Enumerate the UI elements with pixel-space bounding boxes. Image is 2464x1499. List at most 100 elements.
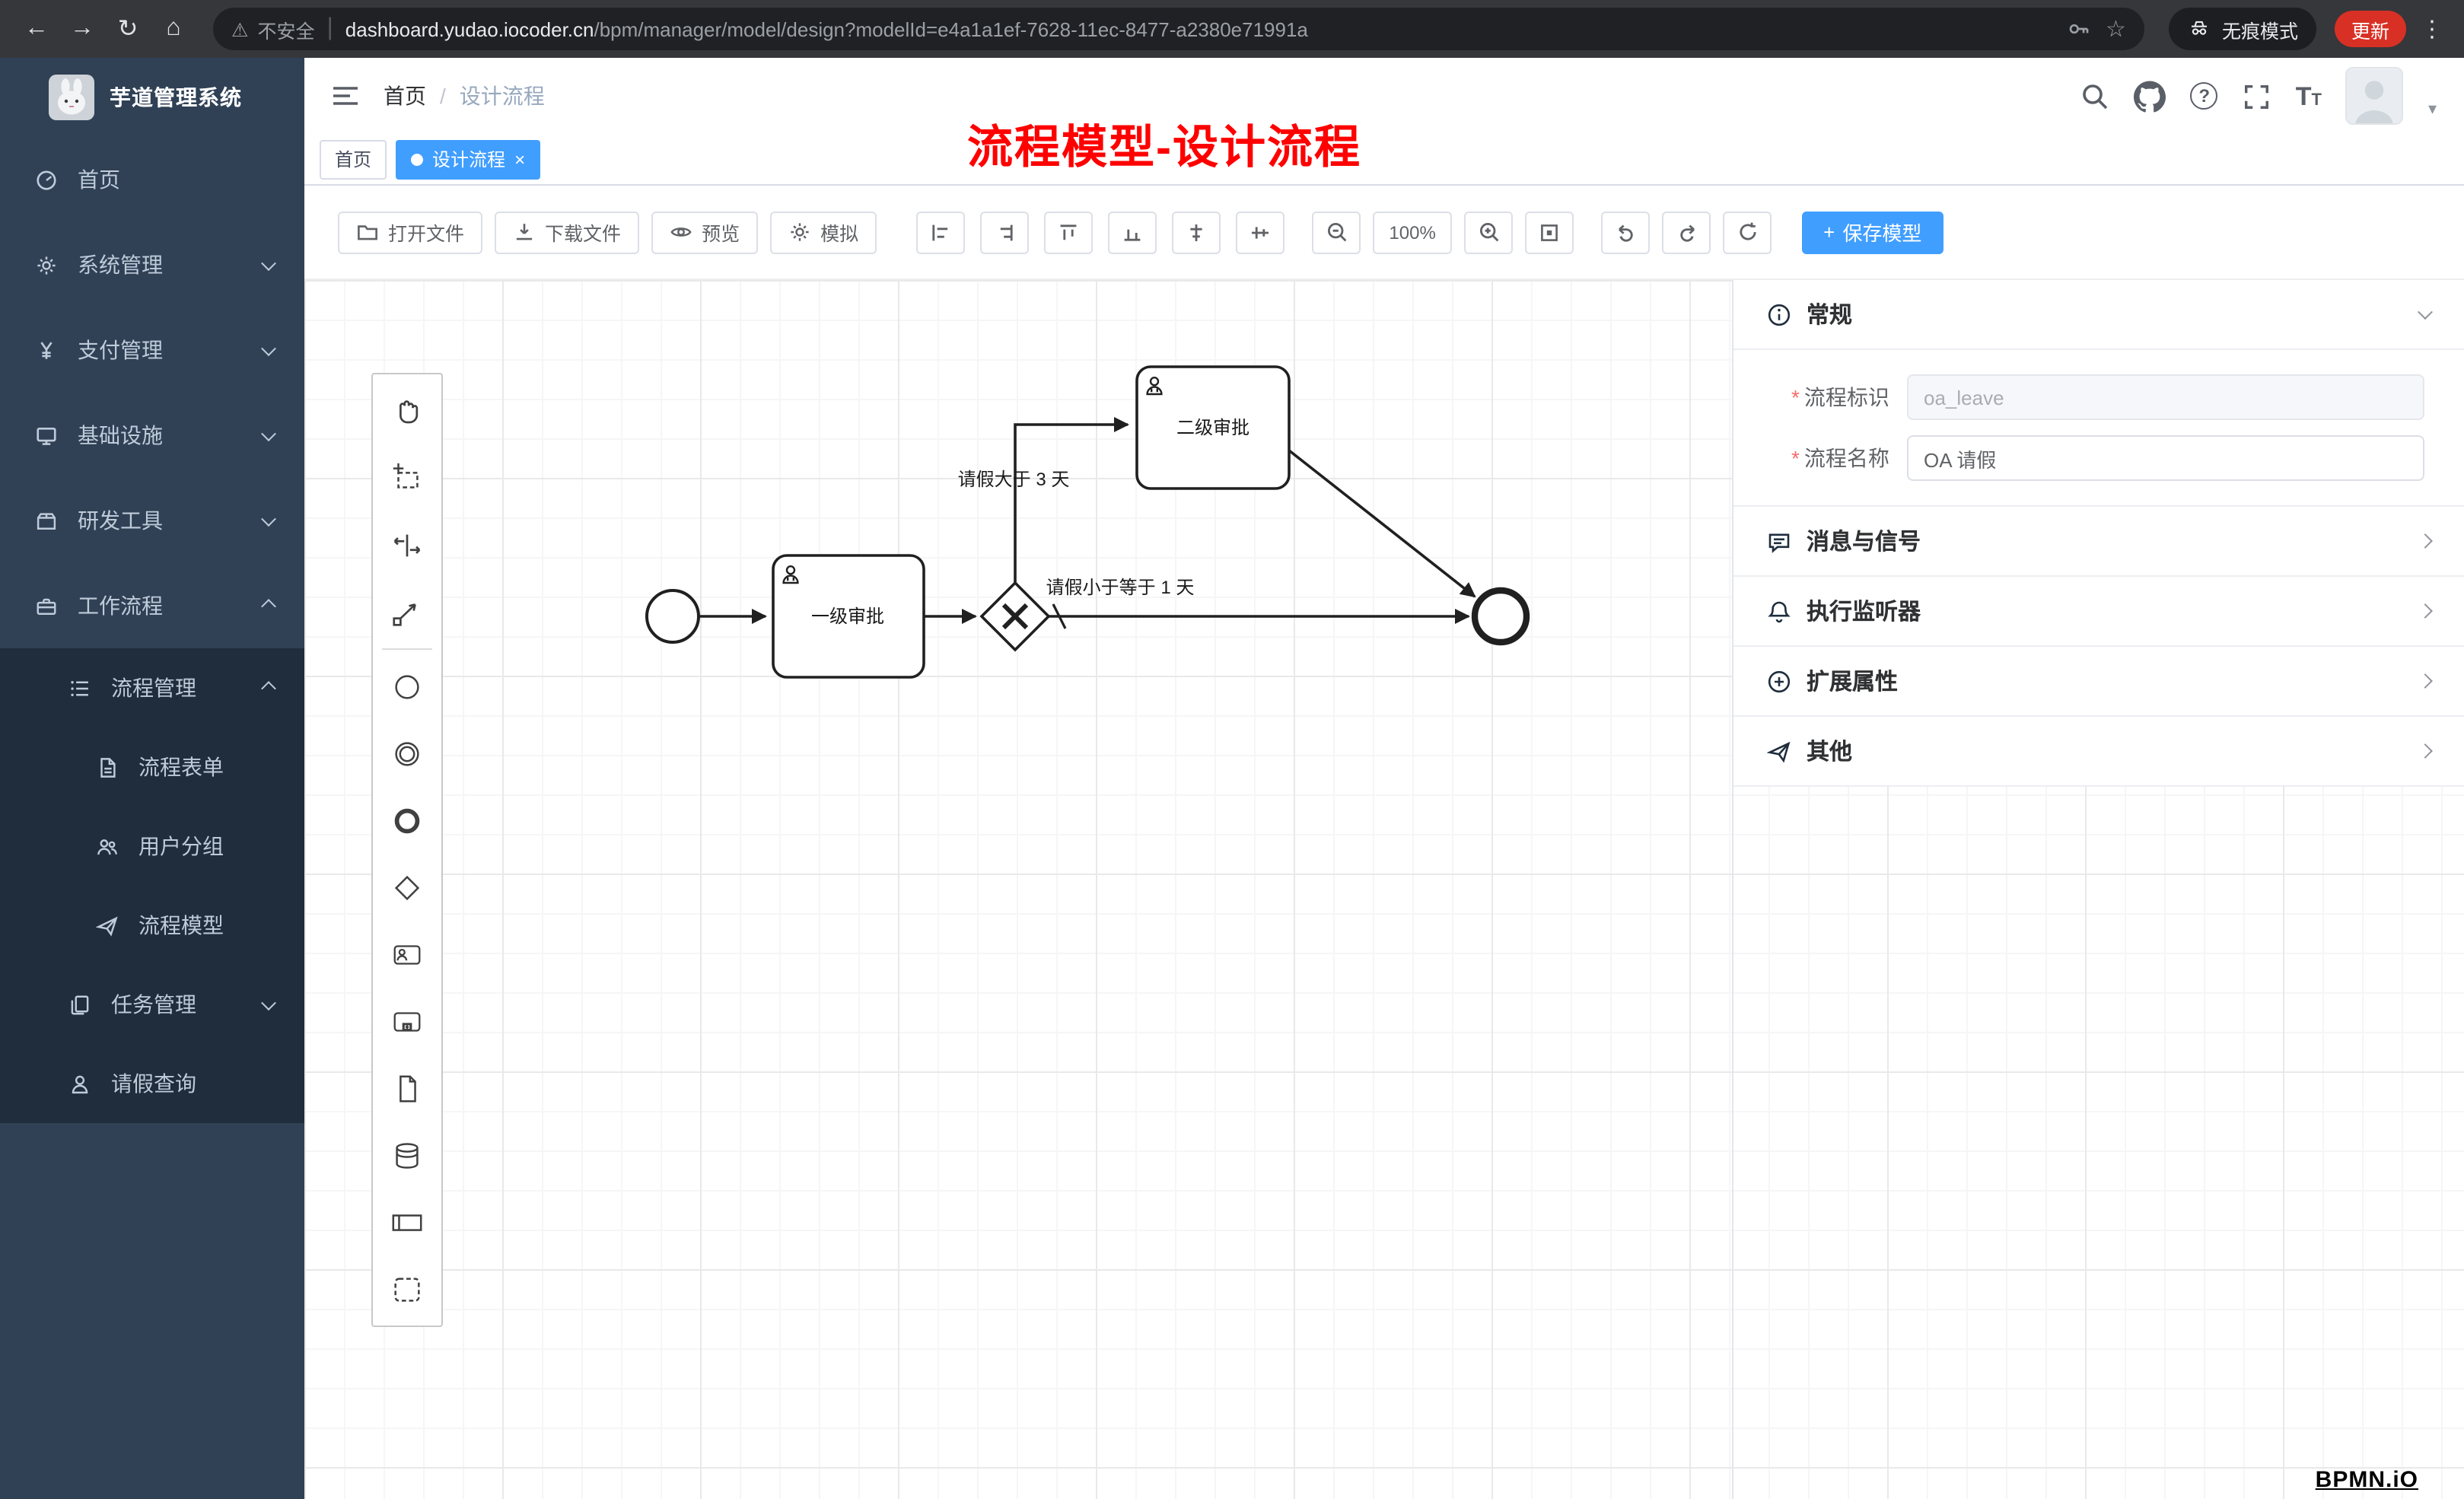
sidebar-item-process-mgmt[interactable]: 流程管理 xyxy=(0,648,304,727)
tags-view-bar: 首页 设计流程 × xyxy=(304,134,2464,186)
align-right-button[interactable] xyxy=(980,211,1030,253)
user-task-level1-shape[interactable]: 一级审批 xyxy=(772,554,925,679)
tab-close-icon[interactable]: × xyxy=(514,148,526,170)
create-data-object[interactable] xyxy=(376,1055,438,1122)
sidebar-item-label: 流程表单 xyxy=(138,755,224,779)
tab-design-process[interactable]: 设计流程 × xyxy=(396,139,541,179)
global-connect-tool[interactable] xyxy=(376,578,438,645)
bpmn-diagram[interactable]: 一级审批 请假大于 3 天 xyxy=(304,280,2464,1499)
sidebar-item-devtools[interactable]: 研发工具 xyxy=(0,478,304,563)
undo-button[interactable] xyxy=(1601,211,1651,253)
restart-button[interactable] xyxy=(1723,211,1772,253)
url-text: dashboard.yudao.iocoder.cn/bpm/manager/m… xyxy=(345,18,2051,40)
browser-home-button[interactable]: ⌂ xyxy=(152,8,195,50)
create-group[interactable] xyxy=(376,1256,438,1322)
process-key-row: *流程标识 xyxy=(1733,374,2464,420)
zoom-in-button[interactable] xyxy=(1464,211,1514,253)
browser-reload-button[interactable]: ↻ xyxy=(107,8,149,50)
open-file-button[interactable]: 打开文件 xyxy=(338,211,483,253)
align-center-horizontal-button[interactable] xyxy=(1172,211,1221,253)
sidebar-item-label: 首页 xyxy=(78,167,120,192)
zoom-level-indicator[interactable]: 100% xyxy=(1373,211,1453,253)
sequence-flow-gt3[interactable] xyxy=(1014,417,1129,583)
create-call-activity[interactable] xyxy=(376,988,438,1055)
create-participant[interactable] xyxy=(376,1189,438,1256)
sidebar-item-payment[interactable]: 支付管理 xyxy=(0,307,304,393)
sidebar-item-label: 流程管理 xyxy=(111,676,196,700)
create-intermediate-event[interactable] xyxy=(376,720,438,787)
sidebar-item-system[interactable]: 系统管理 xyxy=(0,222,304,307)
caret-down-icon[interactable]: ▾ xyxy=(2427,100,2437,119)
end-event-shape[interactable] xyxy=(1471,587,1530,646)
chevron-down-icon xyxy=(261,995,276,1010)
help-icon[interactable]: ? xyxy=(2190,82,2218,110)
info-icon xyxy=(1768,303,1791,326)
sidebar-item-leave-query[interactable]: 请假查询 xyxy=(0,1044,304,1123)
chrome-update-button[interactable]: 更新 xyxy=(2334,11,2406,47)
sidebar-item-task-mgmt[interactable]: 任务管理 xyxy=(0,965,304,1044)
download-icon xyxy=(516,224,533,240)
address-bar[interactable]: ⚠ 不安全 | dashboard.yudao.iocoder.cn/bpm/m… xyxy=(213,8,2144,50)
download-file-button[interactable]: 下载文件 xyxy=(495,211,640,253)
save-model-button[interactable]: + 保存模型 xyxy=(1802,211,1944,253)
active-dot-icon xyxy=(411,153,424,165)
section-execution-listener[interactable]: 执行监听器 xyxy=(1733,577,2464,647)
app-logo[interactable]: 芋道管理系统 xyxy=(0,58,304,137)
fullscreen-icon[interactable] xyxy=(2243,81,2271,110)
bpmn-canvas[interactable]: 一级审批 请假大于 3 天 xyxy=(304,280,2464,1499)
sequence-flow-task2-end[interactable] xyxy=(1288,449,1476,598)
align-left-button[interactable] xyxy=(916,211,966,253)
redo-button[interactable] xyxy=(1662,211,1711,253)
align-center-v-icon xyxy=(1252,226,1269,238)
space-tool[interactable] xyxy=(376,511,438,578)
create-exclusive-gateway[interactable] xyxy=(376,854,438,921)
tab-home[interactable]: 首页 xyxy=(320,139,387,179)
sidebar-item-workflow[interactable]: 工作流程 xyxy=(0,563,304,648)
bpmn-io-watermark[interactable]: BPMN.iO xyxy=(2315,1467,2418,1493)
sidebar-item-home[interactable]: 首页 xyxy=(0,137,304,222)
sidebar-item-infra[interactable]: 基础设施 xyxy=(0,393,304,478)
hand-tool[interactable] xyxy=(376,377,438,444)
section-extended-attrs[interactable]: 扩展属性 xyxy=(1733,647,2464,717)
align-bottom-button[interactable] xyxy=(1108,211,1157,253)
section-general[interactable]: 常规 xyxy=(1733,280,2464,350)
create-end-event[interactable] xyxy=(376,787,438,854)
align-center-vertical-button[interactable] xyxy=(1236,211,1285,253)
bookmark-star-icon[interactable]: ☆ xyxy=(2106,17,2126,43)
password-key-icon[interactable] xyxy=(2066,17,2090,41)
search-icon[interactable] xyxy=(2080,81,2110,111)
gateway-x-marker xyxy=(1001,603,1029,630)
create-user-task[interactable] xyxy=(376,921,438,988)
align-top-button[interactable] xyxy=(1044,211,1094,253)
user-task-level2-shape[interactable]: 二级审批 xyxy=(1135,365,1291,490)
breadcrumb-current: 设计流程 xyxy=(459,84,545,108)
browser-forward-button[interactable]: → xyxy=(61,8,103,50)
security-chip[interactable]: ⚠ 不安全 xyxy=(231,14,314,43)
simulate-button[interactable]: 模拟 xyxy=(770,211,877,253)
start-event-shape[interactable] xyxy=(645,589,700,644)
process-name-input[interactable] xyxy=(1907,435,2424,481)
process-key-input[interactable] xyxy=(1907,374,2424,420)
breadcrumb-home-link[interactable]: 首页 xyxy=(384,84,426,108)
preview-button[interactable]: 预览 xyxy=(651,211,759,253)
exclusive-gateway-shape[interactable] xyxy=(979,581,1051,652)
create-start-event[interactable] xyxy=(376,653,438,720)
github-icon[interactable] xyxy=(2134,80,2166,112)
sidebar-item-process-form[interactable]: 流程表单 xyxy=(0,727,304,807)
lasso-tool[interactable] xyxy=(376,444,438,511)
sidebar-item-user-group[interactable]: 用户分组 xyxy=(0,807,304,886)
bpmn-palette xyxy=(371,373,443,1327)
zoom-reset-button[interactable] xyxy=(1525,211,1574,253)
chevron-down-icon xyxy=(261,255,276,271)
section-message-signal[interactable]: 消息与信号 xyxy=(1733,507,2464,577)
create-data-store[interactable] xyxy=(376,1122,438,1189)
browser-menu-icon[interactable]: ⋮ xyxy=(2421,17,2443,43)
sidebar-collapse-icon[interactable] xyxy=(332,84,359,108)
user-avatar[interactable] xyxy=(2345,67,2404,125)
section-other[interactable]: 其他 xyxy=(1733,717,2464,787)
zoom-out-button[interactable] xyxy=(1312,211,1361,253)
sidebar-item-process-model[interactable]: 流程模型 xyxy=(0,886,304,965)
sidebar-item-label: 系统管理 xyxy=(78,253,163,277)
browser-back-button[interactable]: ← xyxy=(15,8,58,50)
